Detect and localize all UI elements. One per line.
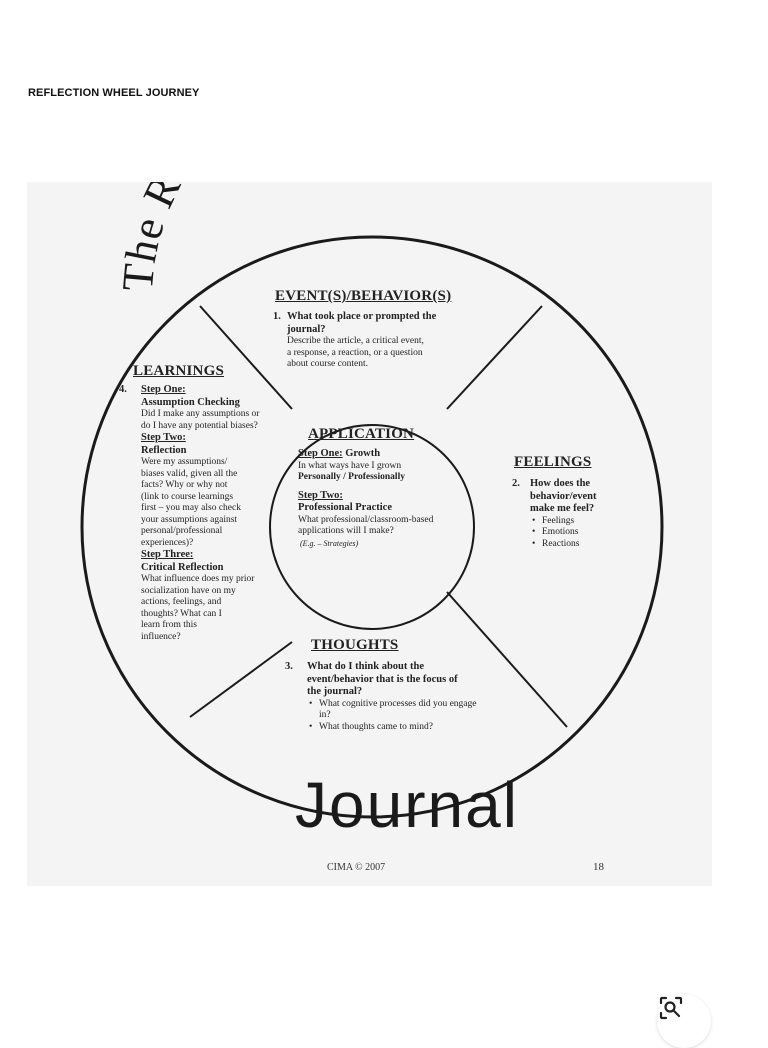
learnings-step2-line: your assumptions against (141, 514, 238, 525)
feelings-bullet: Feelings (530, 516, 597, 528)
application-step2-line: applications will I make? (298, 526, 394, 536)
thoughts-section: THOUGHTS 3. What do I think about the ev… (285, 637, 515, 733)
learnings-step2-line: (link to course learnings (141, 491, 234, 502)
divider-line (189, 641, 293, 718)
application-heading: APPLICATION (308, 426, 415, 442)
page-title: REFLECTION WHEEL JOURNEY (28, 87, 200, 99)
learnings-step2-line: facts? Why or why not (141, 480, 228, 490)
event-number: 1. (273, 311, 281, 322)
wheel-diagram: The Reflection Wheel Journal CIMA © 2007… (80, 182, 664, 873)
divider-line (446, 305, 543, 410)
learnings-step1-line: Did I make any assumptions or (141, 409, 260, 419)
learnings-step2-line: biases valid, given all the (141, 468, 238, 479)
learnings-step2-line: first – you may also check (141, 503, 241, 513)
learnings-step2-label: Step Two: (141, 432, 186, 443)
event-heading: EVENT(S)/BEHAVIOR(S) (275, 288, 452, 304)
copyright-text: CIMA © 2007 (327, 862, 385, 873)
journal-word: Journal (295, 769, 519, 841)
learnings-step1-line: do I have any potential biases? (141, 420, 258, 431)
thoughts-bullet: What thoughts came to mind? (307, 722, 484, 734)
thoughts-bullet: What cognitive processes did you engage … (307, 699, 484, 722)
thoughts-question-line: What do I think about the (307, 661, 424, 672)
lens-search-icon (659, 996, 683, 1020)
event-desc-line: a response, a reaction, or a question (287, 347, 423, 358)
learnings-step3-line: What influence does my prior (141, 574, 255, 584)
application-step2-label: Step Two: (298, 489, 343, 501)
divider-line (199, 305, 293, 410)
thoughts-question-line: event/behavior that is the focus of (307, 673, 458, 685)
application-section: APPLICATION Step One: Growth In what way… (298, 426, 458, 549)
learnings-step3-line: influence? (141, 631, 181, 642)
application-step1-title: Growth (345, 448, 381, 459)
learnings-number: 4. (119, 384, 127, 395)
feelings-number: 2. (512, 478, 520, 489)
learnings-step2-line: experiences)? (141, 537, 194, 548)
event-desc-line: about course content. (287, 359, 368, 369)
page-number: 18 (593, 861, 605, 873)
event-question-line: journal? (287, 323, 326, 335)
application-step2-title: Professional Practice (298, 502, 392, 513)
learnings-step3-line: learn from this (141, 620, 197, 630)
learnings-step2-title: Reflection (141, 444, 187, 456)
event-desc-line: Describe the article, a critical event, (287, 336, 424, 346)
application-step2-example: (E.g. – Strategies) (300, 538, 359, 548)
event-question-line: What took place or prompted the (287, 311, 437, 322)
feelings-question-line: behavior/event (530, 490, 597, 502)
visual-search-button[interactable] (657, 994, 711, 1048)
feelings-question-line: How does the (530, 478, 591, 489)
reflection-wheel-image: The Reflection Wheel Journal CIMA © 2007… (27, 182, 712, 1048)
feelings-bullet: Emotions (530, 527, 597, 539)
application-step1-question: In what ways have I grown (298, 460, 402, 471)
thoughts-question-line: the journal? (307, 686, 363, 697)
feelings-question-line: make me feel? (530, 503, 595, 514)
learnings-step3-line: thoughts? What can I (141, 608, 222, 619)
feelings-bullet: Reactions (530, 539, 597, 551)
thoughts-heading: THOUGHTS (311, 637, 399, 653)
thoughts-number: 3. (285, 661, 293, 672)
outer-circle (80, 235, 664, 819)
learnings-step3-line: socialization have on my (141, 585, 236, 596)
learnings-step3-title: Critical Reflection (141, 561, 224, 573)
divider-line (446, 591, 568, 728)
learnings-step1-title: Assumption Checking (141, 396, 240, 408)
event-section: EVENT(S)/BEHAVIOR(S) 1. What took place … (273, 288, 513, 371)
learnings-step2-line: personal/professional (141, 526, 223, 536)
application-step1-bold: Personally / Professionally (298, 472, 405, 482)
learnings-heading: LEARNINGS (133, 363, 224, 379)
learnings-step3-line: actions, feelings, and (141, 597, 222, 607)
application-step1-label: Step One: (298, 448, 343, 459)
learnings-step1-label: Step One: (141, 384, 186, 395)
feelings-heading: FEELINGS (514, 454, 592, 470)
learnings-step2-line: Were my assumptions/ (141, 457, 228, 467)
learnings-step3-label: Step Three: (141, 549, 194, 560)
learnings-section: LEARNINGS 4. Step One: Assumption Checki… (119, 363, 299, 643)
inner-circle (269, 424, 475, 630)
application-step2-line: What professional/classroom-based (298, 514, 434, 525)
feelings-section: FEELINGS 2. How does the behavior/event … (512, 454, 642, 550)
